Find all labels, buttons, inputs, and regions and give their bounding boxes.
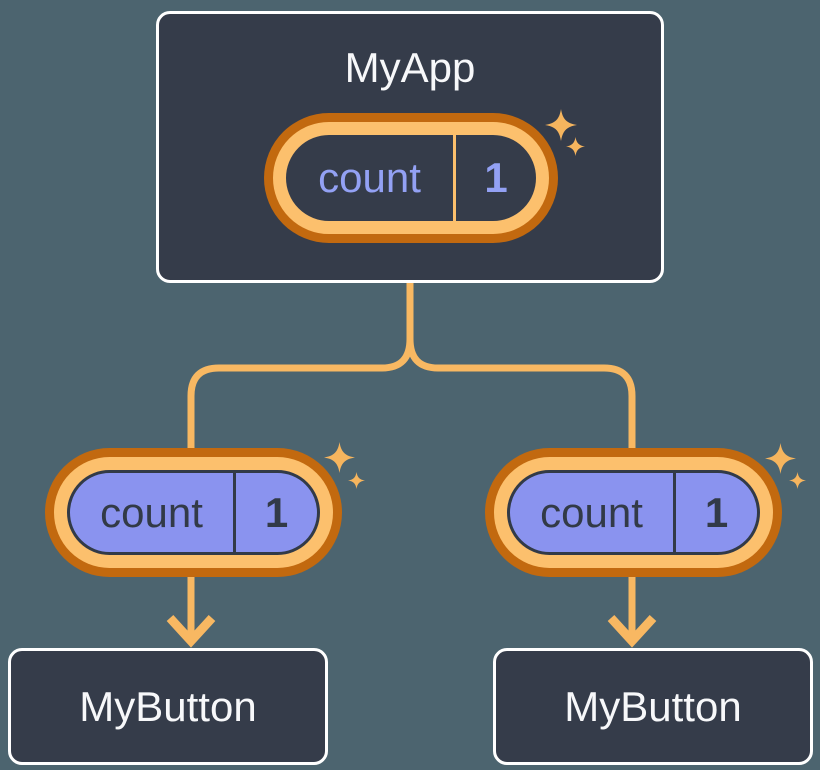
component-card-mybutton-left: MyButton bbox=[8, 648, 328, 765]
prop-pill-label: count bbox=[100, 488, 203, 536]
prop-pill-divider bbox=[673, 473, 676, 552]
connector-right-branch bbox=[406, 283, 636, 640]
prop-pill-value: 1 bbox=[704, 488, 729, 536]
prop-pill-left: count 1 bbox=[67, 470, 320, 555]
sparkle-small-icon bbox=[789, 472, 806, 489]
state-pill-value: 1 bbox=[484, 154, 508, 201]
component-card-mybutton-right: MyButton bbox=[493, 648, 813, 765]
prop-pill-label: count bbox=[540, 488, 643, 536]
prop-pill-value: 1 bbox=[264, 488, 289, 536]
component-title: MyButton bbox=[564, 682, 742, 730]
arrow-down-icon bbox=[607, 614, 657, 648]
component-title: MyButton bbox=[79, 682, 257, 730]
state-pill: count 1 bbox=[273, 122, 549, 234]
sparkle-small-icon bbox=[348, 472, 365, 489]
sparkle-large-icon bbox=[324, 442, 355, 473]
connector-left-branch bbox=[187, 283, 414, 640]
prop-pill-right: count 1 bbox=[507, 470, 760, 555]
prop-pill-divider bbox=[233, 473, 236, 552]
sparkle-small-icon bbox=[566, 137, 585, 156]
arrow-down-icon bbox=[166, 614, 216, 648]
component-title: MyApp bbox=[344, 44, 476, 91]
sparkle-large-icon bbox=[545, 109, 577, 141]
state-pill-label: count bbox=[318, 154, 421, 201]
state-pill-divider bbox=[453, 135, 456, 221]
sparkle-large-icon bbox=[765, 443, 796, 474]
